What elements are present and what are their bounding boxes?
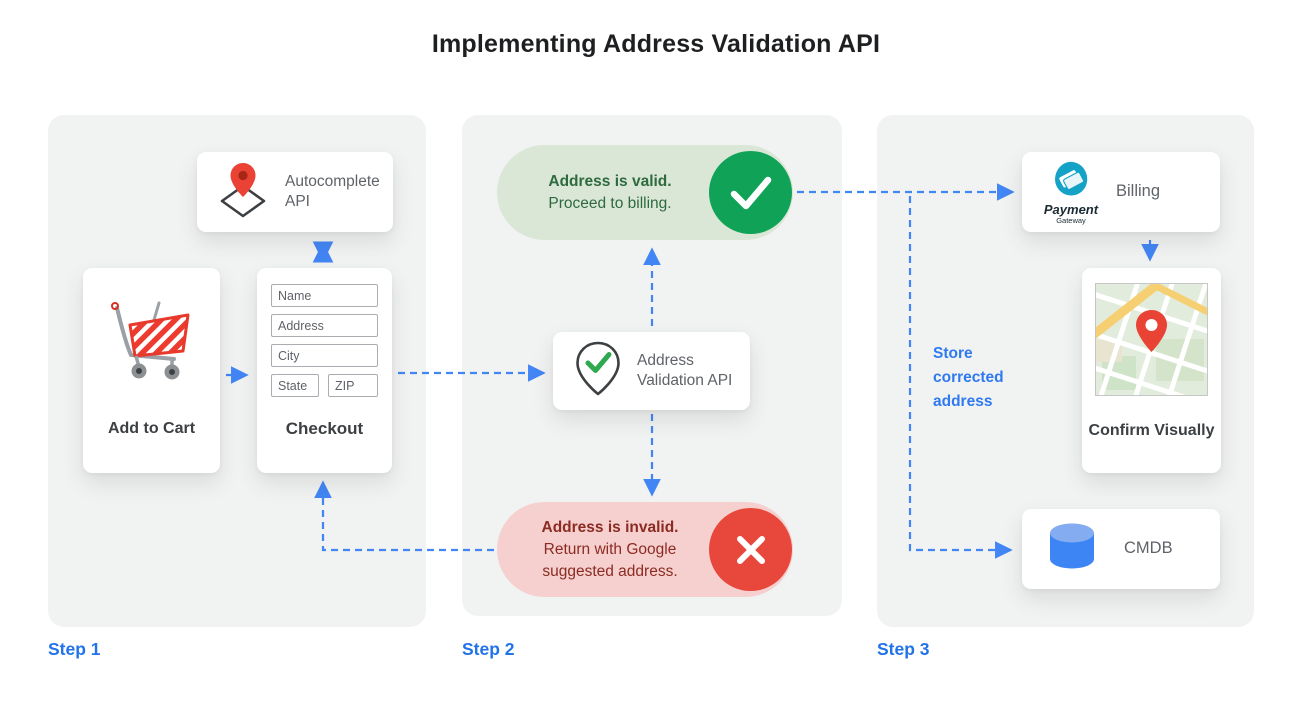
confirm-visually-node: Confirm Visually	[1064, 257, 1231, 473]
add-to-cart-node: Add to Cart	[83, 268, 220, 473]
zip-field: ZIP	[328, 374, 378, 397]
invalid-subtitle: Return with Google suggested address.	[542, 540, 678, 580]
billing-label: Billing	[1116, 182, 1161, 201]
add-to-cart-label: Add to Cart	[107, 420, 196, 437]
store-corrected-address-note: Store corrected address	[933, 345, 1004, 411]
pin-check-icon	[575, 341, 621, 402]
check-icon	[709, 151, 792, 234]
address-invalid-result: Address is invalid. Return with Google s…	[497, 502, 793, 597]
payment-logo-word: Payment	[1043, 201, 1099, 217]
page-title: Implementing Address Validation API	[431, 30, 881, 58]
invalid-title: Address is invalid.	[541, 518, 679, 536]
address-field: Address	[271, 314, 378, 337]
checkout-label: Checkout	[285, 419, 364, 438]
step2-label: Step 2	[462, 639, 515, 659]
autocomplete-api-label: Autocomplete API	[285, 172, 380, 210]
database-icon	[1046, 522, 1098, 577]
map-pin-diamond-icon	[217, 161, 269, 224]
address-valid-result: Address is valid. Proceed to billing.	[497, 145, 793, 240]
cmdb-label: CMDB	[1124, 539, 1173, 558]
x-icon	[709, 508, 792, 591]
step3-label: Step 3	[877, 639, 930, 659]
cmdb-node: CMDB	[1022, 509, 1220, 589]
valid-title: Address is valid.	[548, 172, 672, 190]
address-validation-api-node: Address Validation API	[553, 332, 750, 410]
name-field: Name	[271, 284, 378, 307]
checkout-node: Name Address City State ZIP Checkout	[257, 268, 392, 473]
step1-label: Step 1	[48, 639, 101, 659]
payment-gateway-logo-icon: Payment Gateway	[1040, 160, 1102, 225]
valid-subtitle: Proceed to billing.	[548, 194, 672, 212]
city-field: City	[271, 344, 378, 367]
address-validation-api-label: Address Validation API	[637, 351, 733, 389]
autocomplete-api-node: Autocomplete API	[197, 152, 393, 232]
billing-node: Payment Gateway Billing	[1022, 152, 1220, 232]
shopping-cart-icon	[106, 301, 198, 390]
map-thumbnail-icon	[1064, 257, 1231, 422]
state-field: State	[271, 374, 319, 397]
gateway-logo-word: Gateway	[1056, 215, 1086, 225]
confirm-visually-label: Confirm Visually	[1088, 422, 1215, 439]
